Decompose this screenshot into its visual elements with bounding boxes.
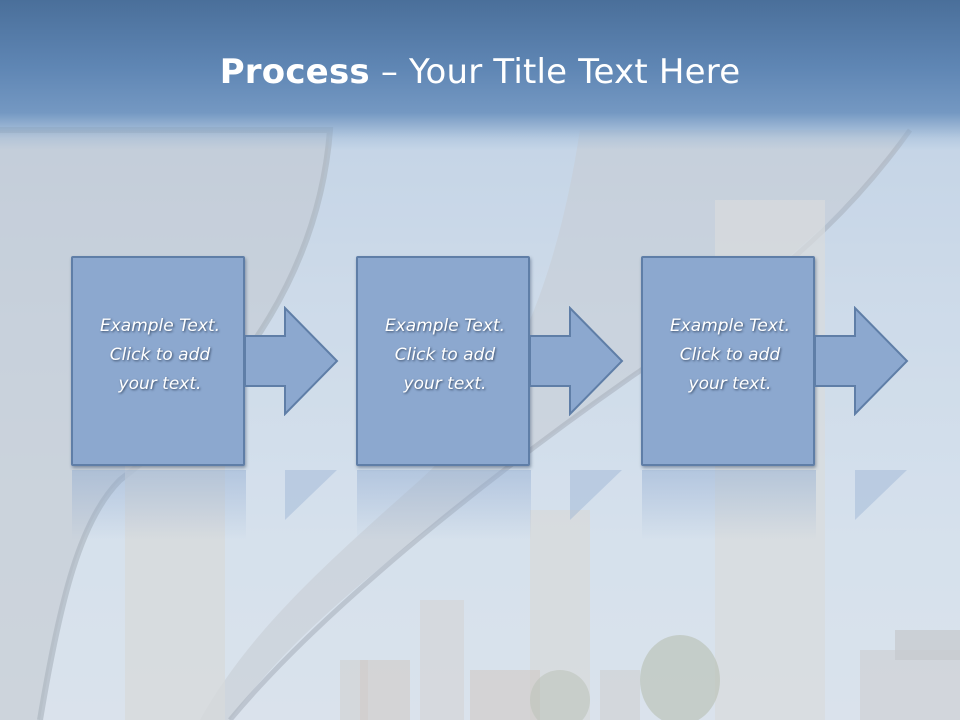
step-2-reflection [357, 470, 531, 540]
title-bold-text: Process [219, 52, 370, 92]
arrow-reflection [285, 470, 337, 520]
arrow-right-icon [530, 306, 624, 416]
arrow-reflection [855, 470, 907, 520]
step-1-reflection [72, 470, 246, 540]
step-3-reflection [642, 470, 816, 540]
process-step-1[interactable]: Example Text. Click to add your text. [71, 256, 245, 466]
step-2-text[interactable]: Example Text. Click to add your text. [384, 316, 506, 394]
title-banner [0, 0, 960, 150]
step-1-text[interactable]: Example Text. Click to add your text. [99, 316, 221, 394]
arrow-right-icon [815, 306, 909, 416]
process-step-3[interactable]: Example Text. Click to add your text. [641, 256, 815, 466]
arrow-reflection [570, 470, 622, 520]
arrow-right-icon [245, 306, 339, 416]
slide-title[interactable]: Process – Your Title Text Here [0, 52, 960, 92]
process-step-2[interactable]: Example Text. Click to add your text. [356, 256, 530, 466]
title-rest-text: – Your Title Text Here [369, 52, 741, 92]
step-3-text[interactable]: Example Text. Click to add your text. [669, 316, 791, 394]
